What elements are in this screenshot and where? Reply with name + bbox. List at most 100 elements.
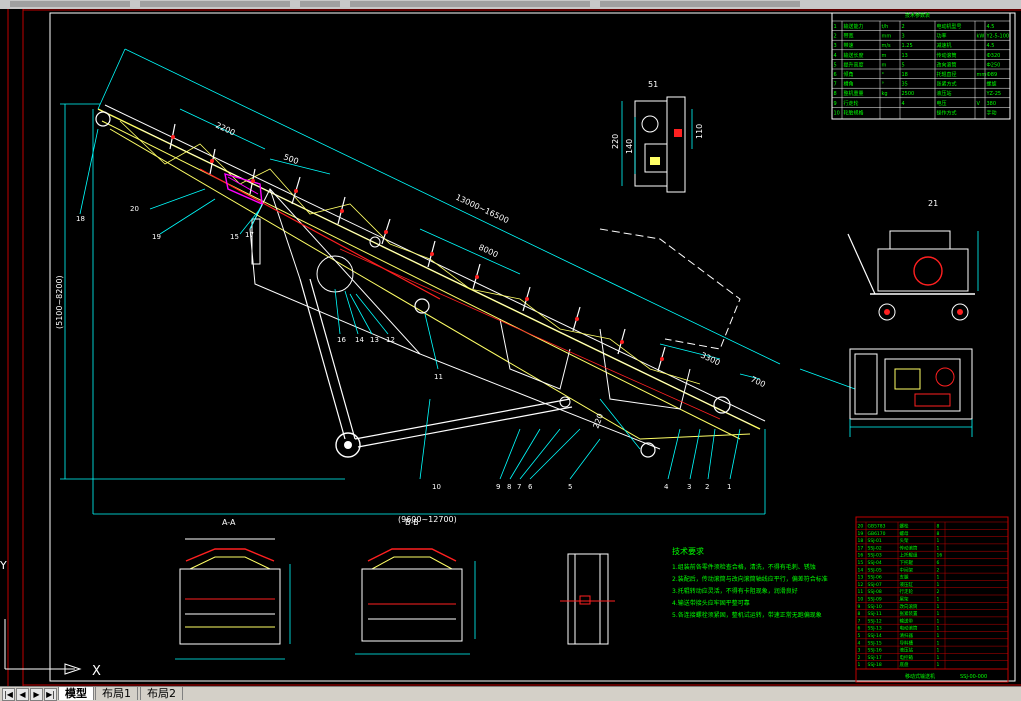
spec-cell: 功率 bbox=[937, 33, 947, 40]
detail-view-electric-box bbox=[849, 348, 973, 437]
bom-cell: 下托辊 bbox=[900, 559, 914, 566]
bom-cell: 底盘 bbox=[900, 661, 909, 668]
bom-cell: SSJ-09 bbox=[868, 597, 882, 603]
note-line: 2.装配后，传动滚筒与改向滚筒轴线应平行，偏差符合标准 bbox=[672, 575, 828, 583]
view-label-51: 51 bbox=[648, 80, 658, 89]
spec-cell: 5 bbox=[834, 62, 837, 68]
bom-cell: 8 bbox=[937, 524, 940, 530]
bom-cell: SSJ-11 bbox=[868, 611, 882, 617]
bom-cell: SSJ-03 bbox=[868, 553, 882, 559]
spec-cell: 电动机型号 bbox=[937, 23, 962, 30]
bom-cell: 液压站 bbox=[900, 647, 914, 654]
dim-8000: 8000 bbox=[477, 243, 499, 260]
bom-cell: SSJ-18 bbox=[868, 662, 882, 668]
spec-cell: 液压站 bbox=[937, 90, 952, 97]
spec-cell: 3 bbox=[834, 43, 837, 49]
spec-cell: 4.5 bbox=[987, 24, 995, 30]
spec-cell: 电压 bbox=[937, 100, 947, 107]
bom-cell: 1 bbox=[937, 655, 940, 661]
spec-cell: m bbox=[882, 62, 887, 68]
prev-tab-button[interactable]: ◀ bbox=[16, 688, 29, 701]
toolbar-segment bbox=[350, 1, 590, 7]
ucs-x-label: X bbox=[92, 664, 101, 679]
bom-cell: 15 bbox=[858, 560, 864, 566]
part-label: 14 bbox=[355, 336, 364, 344]
spec-cell: kg bbox=[882, 91, 888, 97]
bom-cell: 20 bbox=[858, 524, 864, 530]
dim-conveyor-length: 13000~16500 bbox=[454, 193, 510, 226]
part-label: 2 bbox=[705, 483, 709, 491]
dim-label: 110 bbox=[695, 124, 704, 139]
notes-title: 技术要求 bbox=[672, 546, 704, 556]
tab-model[interactable]: 模型 bbox=[58, 687, 94, 700]
spec-cell: 5 bbox=[902, 62, 905, 68]
title-block-number: SSJ-00-000 bbox=[960, 674, 987, 680]
layout-tab-bar: |◀ ◀ ▶ ▶| 模型 布局1 布局2 bbox=[0, 686, 1021, 701]
dim-height: (5100~8200) bbox=[55, 275, 64, 329]
first-tab-button[interactable]: |◀ bbox=[2, 688, 15, 701]
part-label: 3 bbox=[687, 483, 691, 491]
bom-cell: SSJ-06 bbox=[868, 575, 882, 581]
spec-cell: 8 bbox=[834, 91, 837, 97]
bom-cell: SSJ-08 bbox=[868, 589, 882, 595]
spec-cell: 7 bbox=[834, 82, 837, 88]
bom-cell: 4 bbox=[858, 640, 861, 646]
spec-cell: 改向滚筒 bbox=[937, 61, 957, 68]
part-label: 1 bbox=[727, 483, 731, 491]
bom-cell: 18 bbox=[858, 538, 864, 544]
spec-cell: YZ-25 bbox=[986, 91, 1002, 97]
bom-cell: 8 bbox=[937, 531, 940, 537]
bom-cell: 16 bbox=[937, 553, 943, 559]
spec-cell: 3 bbox=[902, 34, 905, 40]
bom-cell: 6 bbox=[858, 626, 861, 632]
last-tab-button[interactable]: ▶| bbox=[44, 688, 57, 701]
spec-cell: 操作方式 bbox=[937, 109, 957, 116]
bom-cell: SSJ-17 bbox=[868, 655, 882, 661]
dimension-lines bbox=[60, 48, 856, 515]
bom-cell: 9 bbox=[858, 604, 861, 610]
part-label: 11 bbox=[434, 373, 443, 381]
bom-cell: 张紧装置 bbox=[900, 610, 918, 617]
part-label: 13 bbox=[370, 336, 379, 344]
detail-roller bbox=[560, 553, 615, 645]
spec-cell: 带速 bbox=[844, 43, 854, 49]
section-aa: A-A bbox=[175, 518, 291, 660]
dim-220: 220 bbox=[591, 412, 605, 429]
bom-cell: SSJ-01 bbox=[868, 538, 882, 544]
bom-cell: 13 bbox=[858, 575, 864, 581]
cad-drawing-canvas[interactable]: (9600~12700) (5100~8200) 13000~16500 220… bbox=[0, 9, 1021, 686]
spec-cell: 18 bbox=[902, 72, 908, 78]
bom-cell: SSJ-12 bbox=[868, 618, 882, 624]
part-label: 4 bbox=[664, 483, 669, 491]
spec-cell: 槽角 bbox=[844, 81, 854, 88]
bom-cell: 螺母 bbox=[900, 530, 909, 537]
bom-cell: GB6170 bbox=[868, 531, 886, 537]
spec-cell: 4 bbox=[902, 101, 905, 107]
view-label-21: 21 bbox=[928, 199, 938, 208]
bom-cell: 14 bbox=[858, 567, 864, 573]
spec-cell: kW bbox=[977, 34, 985, 40]
tab-layout2[interactable]: 布局2 bbox=[140, 687, 183, 700]
spec-cell: 2 bbox=[834, 34, 837, 40]
bom-cell: 6 bbox=[937, 560, 940, 566]
spec-cell: V bbox=[977, 101, 981, 107]
bom-cell: SSJ-02 bbox=[868, 545, 882, 551]
part-label: 5 bbox=[568, 483, 572, 491]
toolbar-segment bbox=[600, 1, 800, 7]
bom-cell: 传动滚筒 bbox=[900, 544, 918, 551]
bom-cell: 1 bbox=[937, 597, 940, 603]
part-label: 15 bbox=[230, 233, 239, 241]
part-label: 12 bbox=[386, 336, 395, 344]
spec-cell: Ф320 bbox=[987, 53, 1001, 59]
dim-label: 140 bbox=[625, 139, 634, 154]
bom-cell: 行走轮 bbox=[900, 588, 914, 595]
spec-cell: t/h bbox=[882, 24, 889, 30]
dim-label: 220 bbox=[611, 134, 620, 149]
next-tab-button[interactable]: ▶ bbox=[30, 688, 43, 701]
toolbar-segment bbox=[300, 1, 340, 7]
tab-layout1[interactable]: 布局1 bbox=[95, 687, 138, 700]
bom-cell: 1 bbox=[937, 648, 940, 654]
spec-cell: 带宽 bbox=[844, 33, 854, 40]
note-line: 1.组装前各零件须检查合格，清洗，不得有毛刺、锈蚀 bbox=[672, 563, 816, 571]
